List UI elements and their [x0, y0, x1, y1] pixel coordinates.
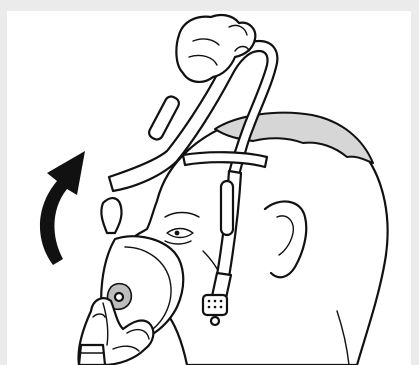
- air-tube: [79, 345, 105, 365]
- top-strap-pad: [147, 94, 181, 141]
- mask-port: [115, 293, 123, 301]
- side-strap-pad: [221, 181, 233, 235]
- upward-arrow-icon: [40, 151, 85, 265]
- pupil: [175, 231, 180, 236]
- illustration-panel: [7, 11, 411, 365]
- mask-frame: [101, 198, 121, 233]
- mask-fitting-illustration: [7, 11, 411, 365]
- upper-hand: [176, 15, 255, 82]
- upper-hand-palm: [176, 15, 255, 82]
